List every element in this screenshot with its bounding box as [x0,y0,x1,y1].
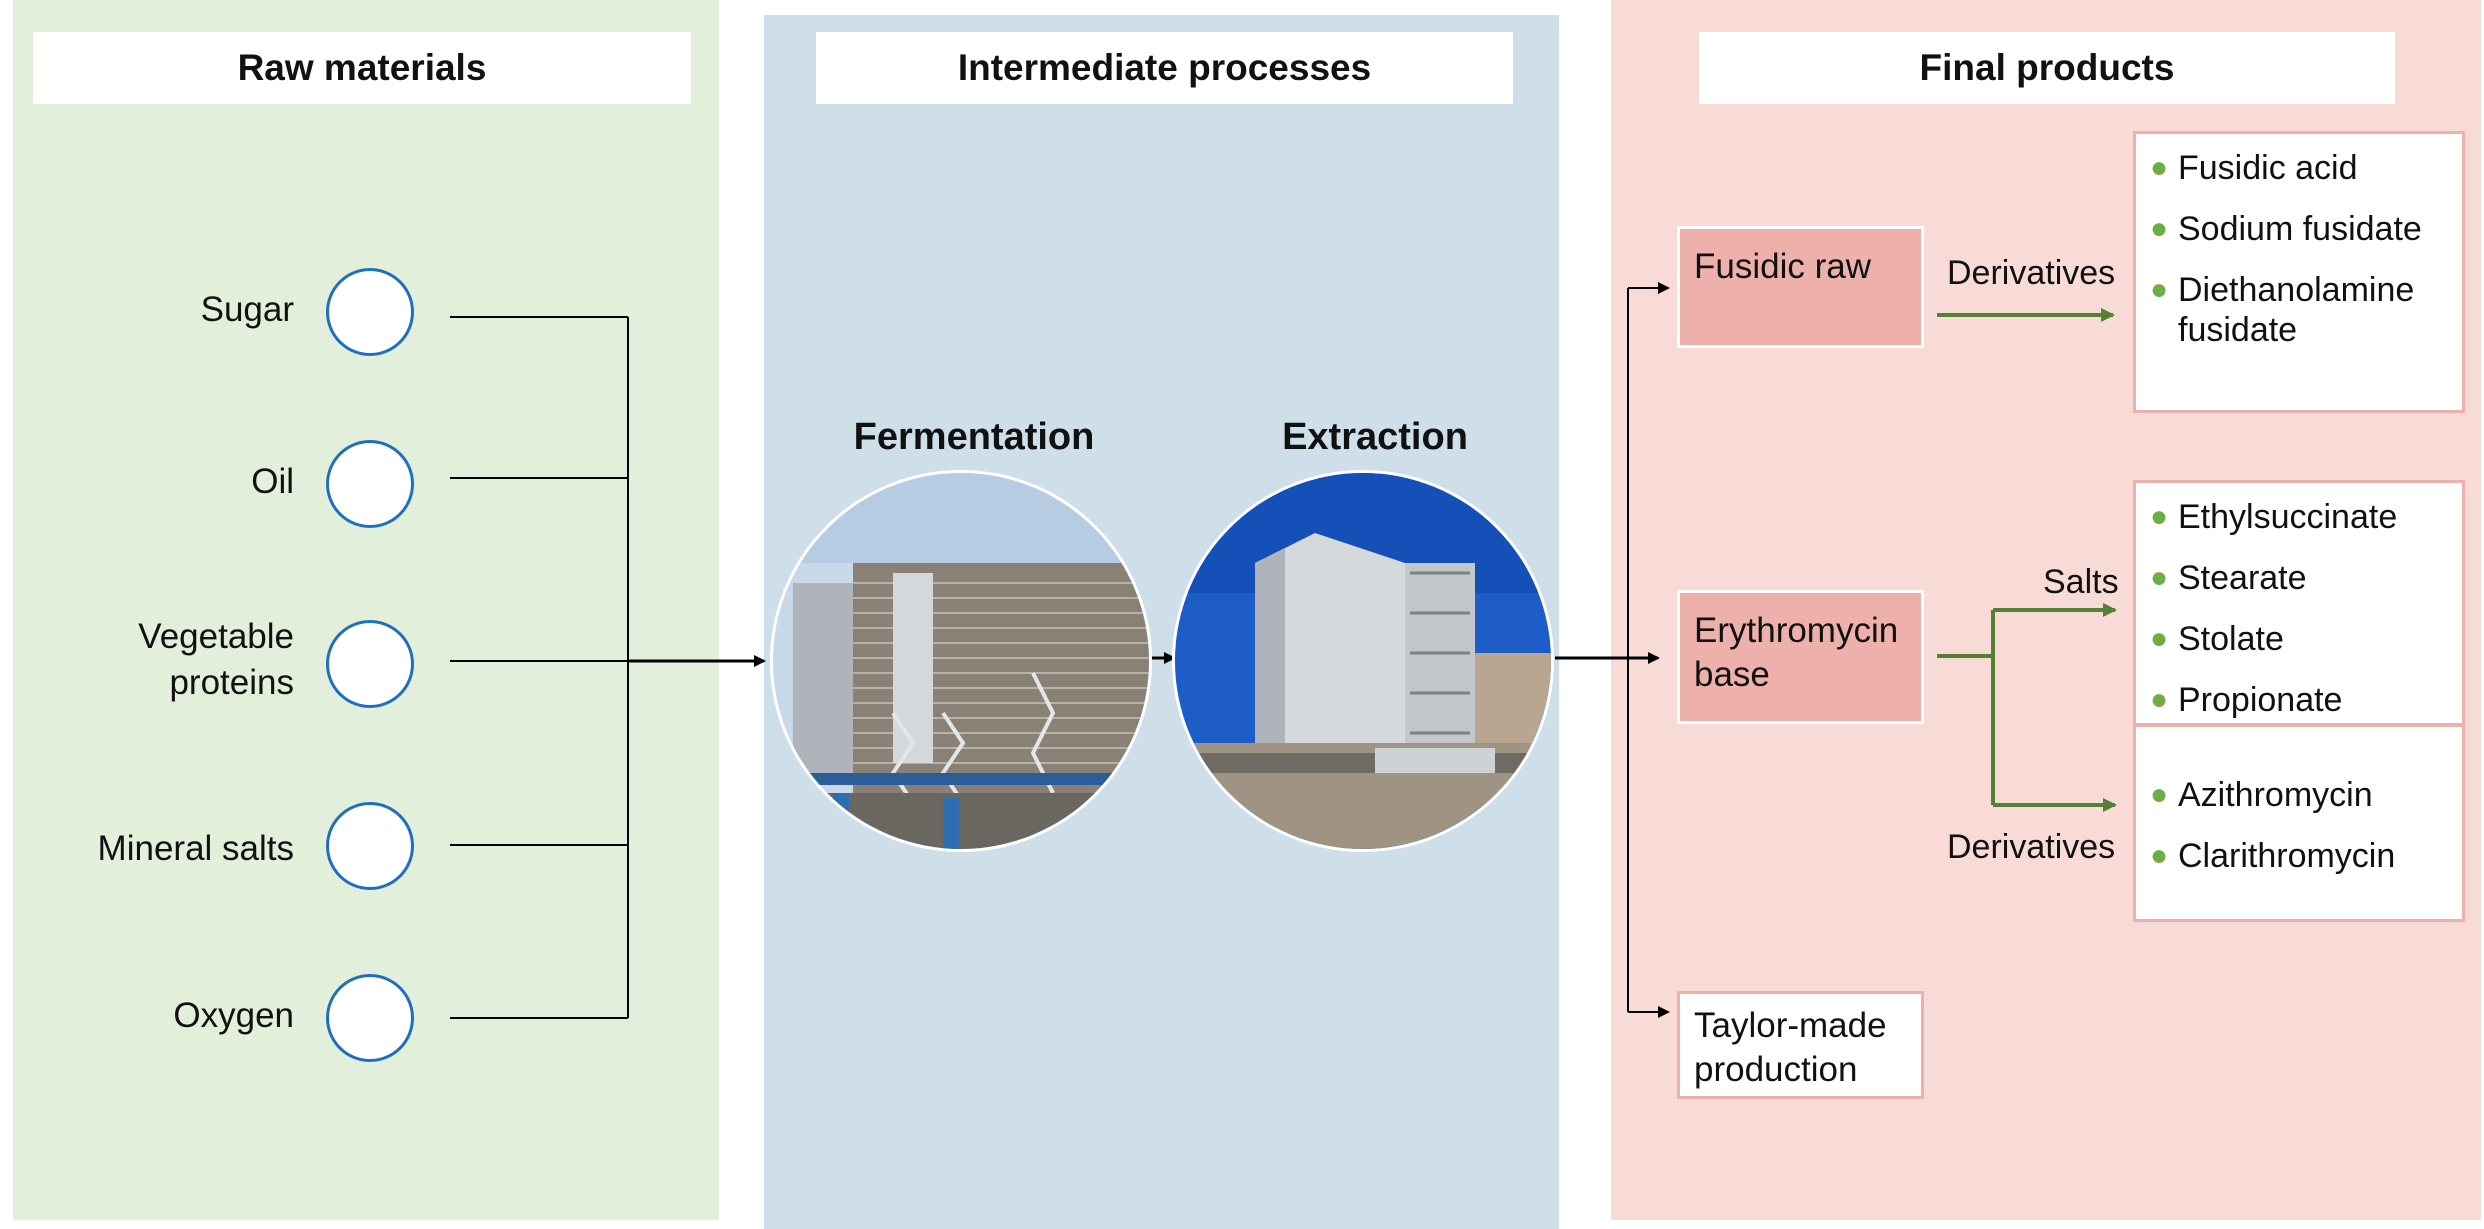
bullet-icon: ● [2150,683,2169,716]
raw-materials-header: Raw materials [33,32,691,104]
final-products-header: Final products [1699,32,2395,104]
erythromycin-derivatives-label: Derivatives [1947,828,2116,866]
list-item: ●Clarithromycin [2150,837,2396,875]
fusidic-derivatives-label: Derivatives [1947,254,2116,292]
bullet-icon: ● [2150,839,2169,872]
list-item: ●Azithromycin [2150,776,2373,814]
oxygen-icon [326,974,414,1062]
fusidic-derivatives-list: ●Fusidic acid ●Sodium fusidate ●Diethano… [2133,131,2465,413]
erythromycin-derivatives-list: ●Azithromycin ●Clarithromycin [2133,724,2465,922]
list-item: ●Diethanolamine fusidate [2150,271,2415,349]
oil-icon [326,440,414,528]
list-item: ●Fusidic acid [2150,149,2358,187]
extraction-plant-photo [1172,470,1554,852]
raw-material-label-vegetable-proteins: Vegetable proteins [138,617,294,702]
sugar-icon [326,268,414,356]
vegetable-proteins-icon [326,620,414,708]
list-item: ●Sodium fusidate [2150,210,2422,248]
raw-material-label-oxygen: Oxygen [173,996,294,1035]
erythromycin-salts-label: Salts [2043,563,2119,601]
list-item: ●Stolate [2150,620,2284,658]
bullet-icon: ● [2150,273,2169,306]
intermediate-processes-header: Intermediate processes [816,32,1513,104]
extraction-title: Extraction [1282,416,1468,458]
raw-material-label-mineral-salts: Mineral salts [97,829,294,868]
raw-material-label-sugar: Sugar [200,290,294,329]
bullet-icon: ● [2150,151,2169,184]
fusidic-raw-box: Fusidic raw [1677,226,1924,348]
list-item: ●Ethylsuccinate [2150,498,2398,536]
bullet-icon: ● [2150,622,2169,655]
erythromycin-salts-list: ●Ethylsuccinate ●Stearate ●Stolate ●Prop… [2133,480,2465,726]
erythromycin-base-box: Erythromycin base [1677,590,1924,724]
raw-material-label-oil: Oil [251,462,294,501]
taylor-made-production-box: Taylor-made production [1677,991,1924,1099]
bullet-icon: ● [2150,561,2169,594]
mineral-salts-icon [326,802,414,890]
bullet-icon: ● [2150,500,2169,533]
list-item: ●Propionate [2150,681,2343,719]
bullet-icon: ● [2150,212,2169,245]
list-item: ●Stearate [2150,559,2307,597]
fermentation-plant-photo [770,470,1152,852]
bullet-icon: ● [2150,778,2169,811]
fermentation-title: Fermentation [853,416,1095,458]
